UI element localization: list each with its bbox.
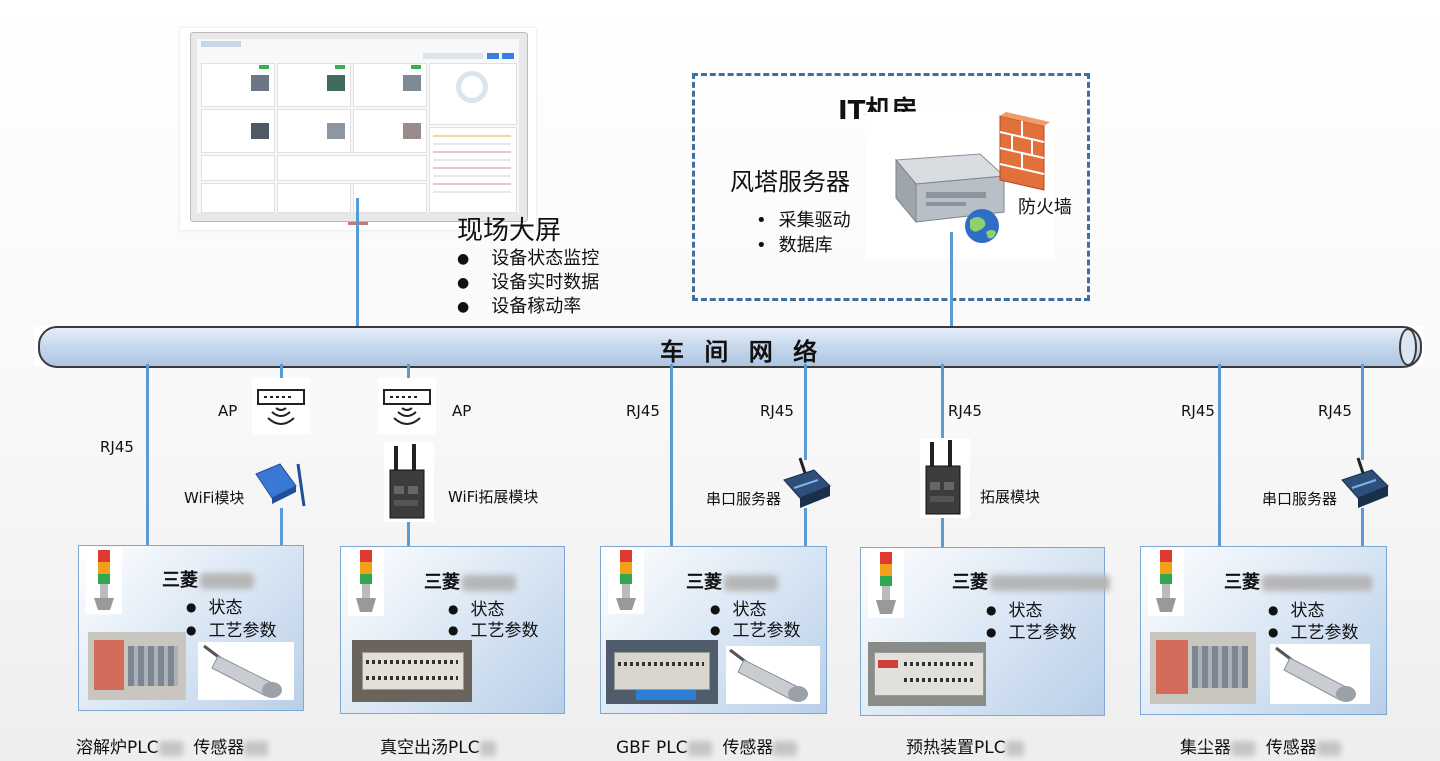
plc-cabinet-photo-5 [1150, 632, 1256, 704]
ap-label-1: AP [218, 402, 238, 420]
sensor-photo-3 [726, 646, 820, 704]
sensor-icon [203, 644, 282, 698]
serial-server-device-1 [780, 456, 832, 512]
signal-tower-icon [356, 550, 376, 612]
station-1-item-1: 状态 [186, 593, 242, 618]
station-4-item-2: 工艺参数 [986, 618, 1076, 643]
drop-5a [1218, 364, 1221, 630]
plc-photo-3 [606, 640, 718, 704]
wifi-ext-module-label: WiFi拓展模块 [448, 488, 539, 506]
signal-tower-3 [608, 548, 644, 614]
site-big-screen [180, 28, 536, 230]
plc-cabinet-photo-1 [88, 632, 186, 700]
server-link [950, 232, 953, 326]
rj45-label-4: RJ45 [948, 402, 982, 420]
industrial-router-icon [925, 440, 961, 515]
station-title-5: 三菱 [1224, 568, 1372, 594]
server-icon [894, 112, 1050, 243]
rj45-label-3: RJ45 [760, 402, 794, 420]
caption-5: 集尘器 传感器 [1180, 733, 1341, 758]
monitor-display [197, 39, 519, 213]
signal-tower-1 [86, 548, 122, 614]
caption-2: 真空出汤PLC [380, 733, 496, 758]
serial-server-icon [783, 457, 831, 508]
station-1-item-2: 工艺参数 [186, 616, 276, 641]
ext-module-label: 拓展模块 [980, 488, 1041, 506]
signal-tower-4 [868, 550, 904, 618]
server-bullet-1: 采集驱动 [756, 206, 851, 232]
caption-3: GBF PLC 传感器 [616, 733, 798, 758]
sensor-photo-1 [198, 642, 294, 700]
industrial-router-icon [389, 444, 425, 519]
station-title-4: 三菱 [952, 568, 1110, 594]
drop-3a [670, 364, 673, 642]
screen-bullet-3: 设备稼动率 [457, 292, 581, 318]
wifi-module-icon [255, 463, 306, 507]
screen-bullet-2: 设备实时数据 [457, 268, 599, 294]
firewall-label: 防火墙 [1018, 197, 1072, 218]
server-bullet-2: 数据库 [756, 231, 833, 257]
serial-server-label-2: 串口服务器 [1262, 490, 1338, 508]
serial-server-icon [1341, 457, 1389, 508]
signal-tower-icon [94, 550, 114, 610]
caption-1: 溶解炉PLC 传感器 [76, 733, 269, 758]
screen-bullet-1: 设备状态监控 [457, 244, 599, 270]
drop-4 [941, 364, 944, 444]
rj45-label-1: RJ45 [100, 438, 134, 456]
screen-link [356, 198, 359, 326]
workshop-network-pipe [34, 326, 1424, 368]
drop-1b [280, 364, 283, 384]
plc-photo-2 [352, 640, 472, 702]
signal-tower-icon [616, 550, 636, 610]
serial-server-label-1: 串口服务器 [706, 490, 782, 508]
station-5-item-1: 状态 [1268, 596, 1324, 621]
station-title-3: 三菱 [686, 568, 778, 594]
server-title: 风塔服务器 [730, 168, 850, 196]
signal-tower-icon [876, 552, 896, 614]
rj45-label-2: RJ45 [626, 402, 660, 420]
wifi-ext-module-device [384, 442, 434, 522]
rj45-label-5: RJ45 [1181, 402, 1215, 420]
plc-photo-4 [868, 642, 986, 706]
sensor-icon [729, 648, 808, 702]
signal-tower-5 [1148, 548, 1184, 616]
serial-server-device-2 [1338, 456, 1390, 512]
wifi-ap-icon [383, 389, 431, 425]
screen-title: 现场大屏 [457, 216, 562, 246]
drop-5b [1361, 364, 1364, 460]
sensor-icon [1275, 646, 1356, 702]
station-title-2: 三菱 [424, 568, 516, 594]
rj45-label-6: RJ45 [1318, 402, 1352, 420]
ap-label-2: AP [452, 402, 472, 420]
station-4-item-1: 状态 [986, 596, 1042, 621]
drop-2 [407, 364, 410, 384]
wifi-module-device [250, 460, 310, 510]
station-2-item-2: 工艺参数 [448, 616, 538, 641]
station-title-1: 三菱 [162, 566, 254, 592]
drop-3b [804, 364, 807, 460]
caption-4: 预热装置PLC [906, 733, 1024, 758]
station-2-item-1: 状态 [448, 595, 504, 620]
station-3-item-1: 状态 [710, 595, 766, 620]
it-room-box [692, 73, 1090, 301]
ext-module-device [920, 438, 970, 518]
ap-device-2 [378, 378, 436, 434]
sensor-photo-5 [1270, 644, 1370, 704]
server-icon-panel [866, 112, 1054, 259]
station-3-item-2: 工艺参数 [710, 616, 800, 641]
wifi-module-label: WiFi模块 [184, 489, 245, 507]
signal-tower-icon [1156, 550, 1176, 612]
station-5-item-2: 工艺参数 [1268, 618, 1358, 643]
monitor-frame [190, 32, 528, 222]
signal-tower-2 [348, 548, 384, 616]
wifi-ap-icon [257, 389, 305, 425]
ap-device-1 [252, 378, 310, 434]
drop-1a [146, 364, 149, 630]
network-label: 车 间 网 络 [660, 338, 824, 366]
